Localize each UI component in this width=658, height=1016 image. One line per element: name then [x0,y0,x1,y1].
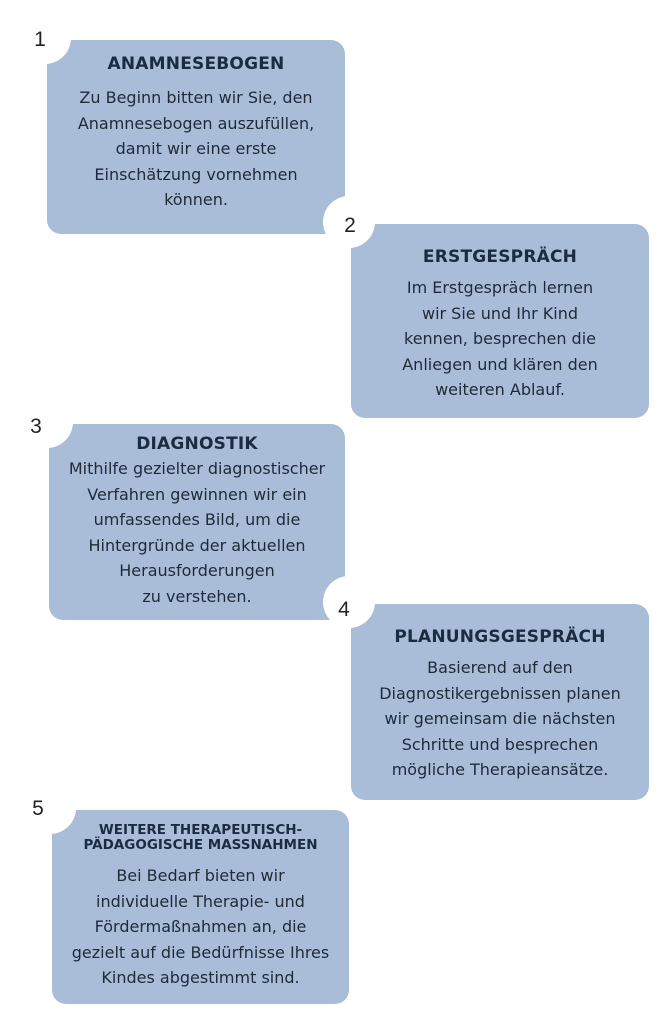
step-description: Mithilfe gezielter diagnostischer Verfah… [68,459,326,606]
step-card: ERSTGESPRÄCH Im Erstgespräch lernen wir … [323,196,649,418]
card-notch [323,576,375,628]
step-description: Im Erstgespräch lernen wir Sie und Ihr K… [402,278,598,399]
step-description: Basierend auf den Diagnostikergebnissen … [379,658,621,779]
step-title: WEITERE THERAPEUTISCH- PÄDAGOGISCHE MASS… [83,822,318,853]
step-number: 2 [344,214,356,237]
step-title: ANAMNESEBOGEN [107,54,285,74]
step-title: ERSTGESPRÄCH [422,247,578,267]
step-card: DIAGNOSTIK Mithilfe gezielter diagnostis… [21,396,345,620]
step-description: Zu Beginn bitten wir Sie, den Anamnesebo… [77,88,315,209]
step-number: 1 [34,28,46,51]
step-number: 5 [32,797,44,820]
card-notch [19,12,71,64]
step-number: 3 [30,415,42,438]
step-card: PLANUNGSGESPRÄCH Basierend auf den Diagn… [323,576,649,800]
card-notch [323,196,375,248]
card-notch [21,396,73,448]
step-title: PLANUNGSGESPRÄCH [394,627,606,647]
step-card: ANAMNESEBOGEN Zu Beginn bitten wir Sie, … [19,12,345,234]
step-description: Bei Bedarf bieten wir individuelle Thera… [71,866,330,987]
step-title: DIAGNOSTIK [136,434,258,454]
step-card: WEITERE THERAPEUTISCH- PÄDAGOGISCHE MASS… [24,782,349,1004]
card-notch [24,782,76,834]
step-number: 4 [338,598,350,621]
